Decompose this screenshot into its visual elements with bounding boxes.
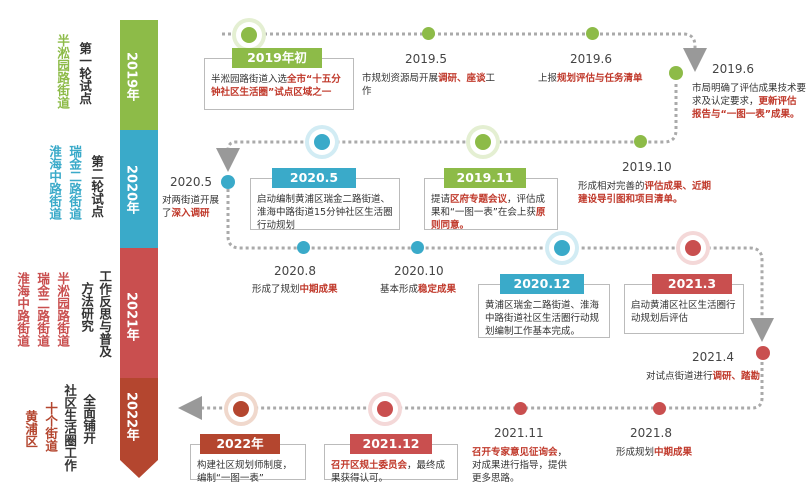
stage-2020-year: 2020年 <box>123 165 139 215</box>
stage-2020-label1: 第二轮试点 <box>89 155 105 218</box>
band-2021 <box>120 248 158 378</box>
date-2021-4: 2021.4 <box>692 350 734 364</box>
node-2021-11 <box>514 402 527 415</box>
band-2020 <box>120 130 158 248</box>
node-2020-5b <box>221 175 235 189</box>
tag-2021-12: 2021.12 <box>350 434 432 454</box>
stage-2021-label1b: 方法研究 <box>79 282 95 332</box>
node-2020-12-ring <box>549 235 575 261</box>
desc-2020-10: 基本形成稳定成果 <box>380 284 457 295</box>
stage-2019-label2: 半淞园路街道 <box>55 34 71 109</box>
node-2019-11-ring <box>470 129 496 155</box>
stage-2021-year: 2021年 <box>123 292 139 342</box>
band-arrow-icon <box>120 460 158 478</box>
node-2019-early-ring <box>236 22 262 48</box>
stage-2020-label3: 淮海中路街道 <box>47 145 63 220</box>
desc-2021-4: 对试点街道进行调研、踏勘 <box>646 371 761 382</box>
stage-2019-year: 2019年 <box>123 52 139 102</box>
band-2019 <box>120 20 158 130</box>
stage-2022-year: 2022年 <box>123 392 139 442</box>
date-2019-10: 2019.10 <box>622 160 672 174</box>
stage-2021-label4: 淮海中路街道 <box>15 272 31 347</box>
stage-2019-label1: 第一轮试点 <box>77 42 93 105</box>
desc-2019-6a: 上报规划评估与任务清单 <box>538 73 643 84</box>
band-2022 <box>120 378 158 460</box>
date-2019-6b: 2019.6 <box>712 62 754 76</box>
tag-2022: 2022年 <box>200 434 280 454</box>
date-2021-8: 2021.8 <box>630 426 672 440</box>
node-2021-3-ring <box>680 235 706 261</box>
card-2021-12: 召开区规土委员会，最终成果获得认可。 <box>324 444 458 484</box>
node-2019-10 <box>634 135 647 148</box>
stage-2021-label3: 瑞金二路街道 <box>35 272 51 347</box>
stage-2022-label2: 十个街道 <box>43 402 59 452</box>
node-2019-6b <box>669 66 683 80</box>
desc-2020-8: 形成了规划中期成果 <box>252 284 338 295</box>
desc-2019-6b: 市局明确了评估成果技术要求及认定要求，更新评估报告与“一图一表”成果。 <box>692 83 807 120</box>
tag-2019-early: 2019年初 <box>232 48 322 68</box>
stage-2021-label1: 工作反思与普及 <box>97 270 113 358</box>
date-2019-5: 2019.5 <box>405 52 447 66</box>
node-2020-5a-ring <box>309 129 335 155</box>
desc-2021-11: 召开专家意见征询会，对成果进行指导，提供更多思路。 <box>472 447 568 484</box>
node-2020-10 <box>411 241 424 254</box>
node-2021-4 <box>756 346 770 360</box>
tag-2020-12: 2020.12 <box>500 274 584 294</box>
date-2020-5b: 2020.5 <box>170 175 212 189</box>
desc-2020-5b: 对两街道开展了深入调研 <box>162 195 220 219</box>
stage-2020-label2: 瑞金二路街道 <box>67 145 83 220</box>
date-2021-11: 2021.11 <box>494 426 544 440</box>
node-2019-6a <box>586 27 599 40</box>
desc-2021-8: 形成规划中期成果 <box>616 447 693 458</box>
tag-2019-11: 2019.11 <box>444 168 526 188</box>
node-2021-12-ring <box>372 396 398 422</box>
stage-2022-label1b: 社区生活圈工作 <box>62 384 78 472</box>
desc-2019-10: 形成相对完善的评估成果、近期建设导引图和项目清单。 <box>578 181 712 205</box>
node-2021-8 <box>653 402 666 415</box>
date-2020-8: 2020.8 <box>274 264 316 278</box>
node-2022-ring <box>228 396 254 422</box>
stage-2021-label2: 半淞园路街道 <box>55 272 71 347</box>
node-2019-5 <box>422 27 435 40</box>
tag-2020-5a: 2020.5 <box>272 168 356 188</box>
stage-2022-label1: 全面铺开 <box>81 394 97 444</box>
desc-2019-5: 市规划资源局开展调研、座谈工作 <box>362 73 496 97</box>
stage-2022-label3: 黄浦区 <box>23 410 39 448</box>
date-2019-6a: 2019.6 <box>570 52 612 66</box>
tag-2021-3: 2021.3 <box>652 274 732 294</box>
date-2020-10: 2020.10 <box>394 264 444 278</box>
node-2020-8 <box>297 241 310 254</box>
